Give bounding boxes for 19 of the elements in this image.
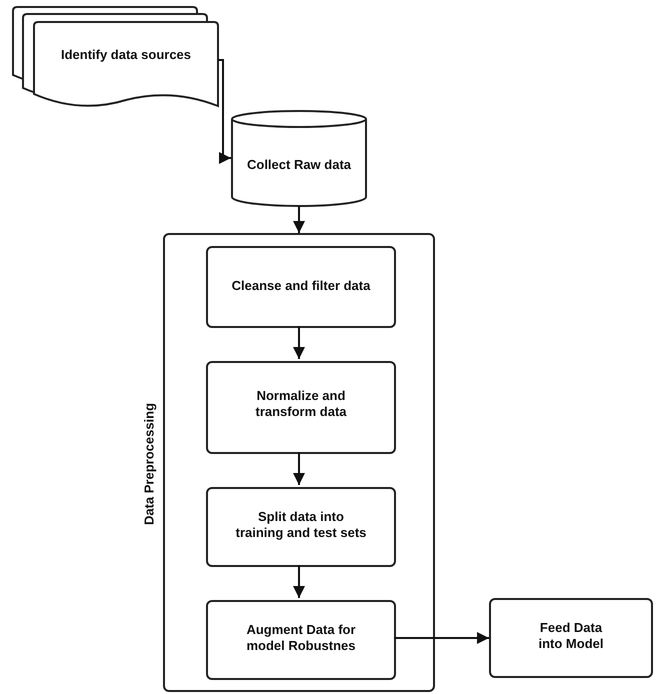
group-heading: Data Preprocessing xyxy=(142,402,156,526)
process-box xyxy=(206,246,396,328)
node-label: Collect Raw data xyxy=(246,157,352,173)
arrow xyxy=(293,565,305,598)
node-label: Feed Data into Model xyxy=(538,620,604,652)
arrow xyxy=(293,326,305,359)
arrow xyxy=(293,206,305,233)
arrow xyxy=(218,59,231,164)
node-label: Augment Data for model Robustnes xyxy=(245,622,357,654)
node-label: Split data into training and test sets xyxy=(234,509,368,541)
arrow xyxy=(293,452,305,485)
process-box xyxy=(489,598,653,678)
process-box xyxy=(206,487,396,567)
node-label: Identify data sources xyxy=(60,47,192,63)
process-box xyxy=(206,361,396,454)
node-label: Normalize and transform data xyxy=(254,388,348,420)
node-label: Cleanse and filter data xyxy=(230,278,372,294)
arrow xyxy=(394,632,489,644)
process-box xyxy=(206,600,396,680)
